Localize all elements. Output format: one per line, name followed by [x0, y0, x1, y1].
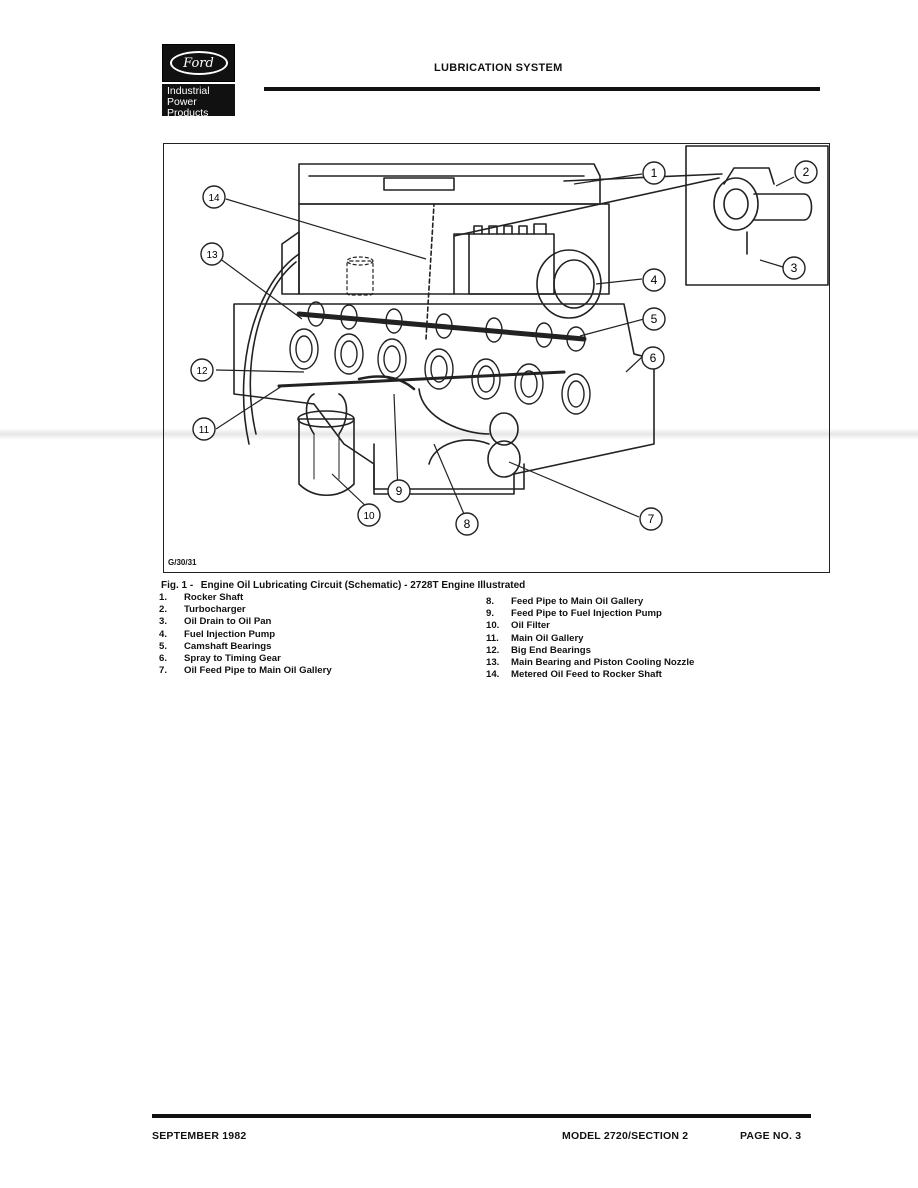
- callout-5: 5: [642, 307, 666, 331]
- legend-item: 6.Spray to Timing Gear: [159, 653, 281, 665]
- callout-2: 2: [794, 160, 818, 184]
- legend-item: 10.Oil Filter: [486, 620, 550, 632]
- svg-text:8: 8: [464, 517, 471, 531]
- legend-right-column: 8.Feed Pipe to Main Oil Gallery 9.Feed P…: [486, 596, 694, 681]
- callout-3: 3: [782, 256, 806, 280]
- callout-14: 14: [202, 185, 226, 209]
- svg-text:14: 14: [208, 193, 220, 204]
- legend-item: 4.Fuel Injection Pump: [159, 628, 276, 640]
- legend-item: 7.Oil Feed Pipe to Main Oil Gallery: [159, 665, 332, 677]
- legend-item: 5.Camshaft Bearings: [159, 640, 272, 652]
- main-oil-gallery-pipe: [277, 370, 566, 388]
- callout-10: 10: [357, 503, 381, 527]
- ford-oval-emblem: Ford: [162, 44, 235, 82]
- footer-page-number: PAGE NO. 3: [740, 1130, 802, 1142]
- caption-number: Fig. 1 -: [161, 580, 194, 591]
- callout-7: 7: [639, 507, 663, 531]
- legend-item: 1.Rocker Shaft: [159, 592, 244, 603]
- svg-text:3: 3: [791, 261, 798, 275]
- oil-pump: [489, 412, 519, 446]
- ford-wordmark: Ford: [169, 51, 228, 75]
- svg-text:6: 6: [650, 351, 657, 365]
- footer-model: MODEL 2720/SECTION 2: [562, 1130, 689, 1142]
- footer-rule: [152, 1114, 811, 1118]
- footer-date: SEPTEMBER 1982: [152, 1130, 247, 1142]
- ford-logo: Ford Industrial Power Products: [162, 44, 235, 119]
- fuel-injection-pump-body: [468, 233, 555, 295]
- figure-code: G/30/31: [168, 558, 197, 567]
- svg-text:11: 11: [199, 425, 210, 436]
- turbocharger-inset-box: [685, 145, 829, 286]
- callout-11: 11: [192, 417, 216, 441]
- svg-text:5: 5: [651, 312, 658, 326]
- figure-caption: Fig. 1 - Engine Oil Lubricating Circuit …: [161, 580, 525, 591]
- engine-block: [233, 303, 655, 495]
- turbocharger: [713, 177, 759, 231]
- legend-item: 2.Turbocharger: [159, 604, 246, 616]
- callout-13: 13: [200, 242, 224, 266]
- logo-line: Industrial: [167, 85, 210, 97]
- caption-text: Engine Oil Lubricating Circuit (Schemati…: [200, 580, 526, 591]
- legend-item: 3.Oil Drain to Oil Pan: [159, 616, 272, 628]
- callout-12: 12: [190, 358, 214, 382]
- page-title: LUBRICATION SYSTEM: [434, 62, 563, 74]
- logo-division-text: Industrial Power Products: [162, 84, 235, 119]
- legend-item: 12.Big End Bearings: [486, 644, 591, 656]
- callout-1: 1: [642, 161, 666, 185]
- callout-6: 6: [641, 346, 665, 370]
- legend-left-column: 1.Rocker Shaft 2.Turbocharger 3.Oil Drai…: [159, 592, 332, 677]
- svg-text:9: 9: [396, 484, 403, 498]
- svg-text:4: 4: [651, 273, 658, 287]
- logo-line: Products: [167, 107, 209, 119]
- svg-text:7: 7: [648, 512, 655, 526]
- header-rule: [264, 87, 820, 91]
- oil-pan: [373, 443, 525, 490]
- legend-item: 14.Metered Oil Feed to Rocker Shaft: [486, 669, 662, 681]
- svg-text:1: 1: [651, 166, 658, 180]
- logo-line: Power: [167, 96, 197, 108]
- legend-item: 11.Main Oil Gallery: [486, 632, 584, 644]
- rocker-cover: [298, 163, 601, 205]
- svg-text:10: 10: [363, 511, 375, 522]
- callout-8: 8: [455, 512, 479, 536]
- camshaft: [296, 311, 587, 342]
- figure-frame: 1 2 3 4 5 6 7 8 9 10 11 12 13 14 G/30/31: [163, 143, 830, 573]
- scan-artifact-band: [0, 428, 918, 440]
- legend-item: 13.Main Bearing and Piston Cooling Nozzl…: [486, 657, 695, 669]
- legend-item: 8.Feed Pipe to Main Oil Gallery: [486, 596, 644, 607]
- oil-filter: [298, 418, 355, 496]
- svg-text:12: 12: [196, 366, 208, 377]
- callout-9: 9: [387, 479, 411, 503]
- svg-text:2: 2: [803, 165, 810, 179]
- callout-4: 4: [642, 268, 666, 292]
- legend-item: 9.Feed Pipe to Fuel Injection Pump: [486, 608, 662, 620]
- svg-text:13: 13: [206, 250, 218, 261]
- engine-diagram: 1 2 3 4 5 6 7 8 9 10 11 12 13 14: [190, 145, 829, 536]
